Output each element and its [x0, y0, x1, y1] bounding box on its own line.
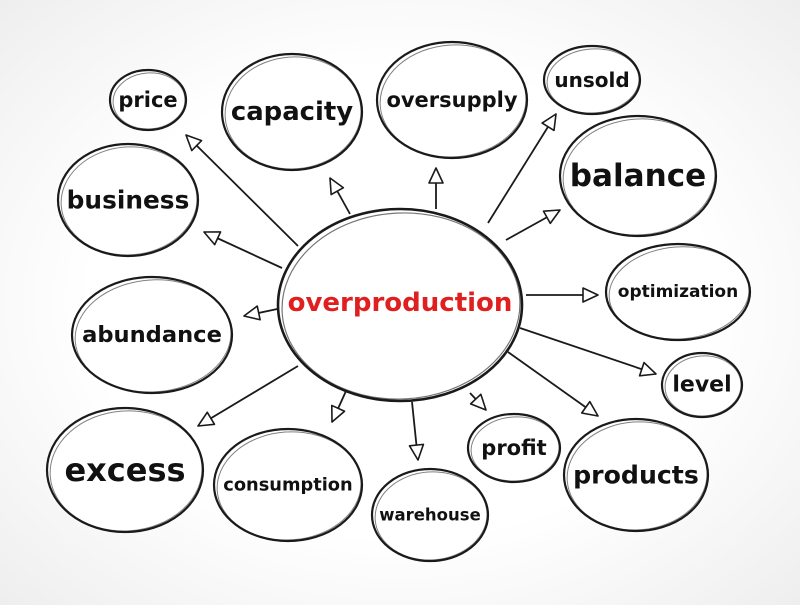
topic-node-ellipse-sketch: [112, 72, 186, 130]
arrow-head-icon: [582, 287, 599, 303]
topic-node-level: level: [660, 351, 744, 419]
arrow-head-icon: [469, 393, 487, 411]
topic-node-label-profit: profit: [481, 436, 546, 460]
central-topic-ellipse-sketch: [281, 212, 521, 400]
arrow-head-icon: [185, 134, 203, 152]
arrow-head-icon: [541, 113, 557, 132]
arrow-head-icon: [203, 231, 222, 246]
topic-node-label-oversupply: oversupply: [386, 88, 517, 112]
topic-node-ellipse-sketch: [74, 279, 232, 393]
arrow-head-icon: [638, 361, 657, 377]
topic-node-label-excess: excess: [64, 451, 185, 489]
topic-node-label-consumption: consumption: [223, 475, 352, 496]
topic-node-ellipse: [370, 467, 490, 563]
topic-node-profit: profit: [466, 412, 562, 484]
topic-node-ellipse-sketch: [562, 118, 716, 236]
topic-node-excess: excess: [45, 406, 205, 534]
arrow-head-icon: [408, 443, 425, 461]
topic-node-ellipse: [220, 52, 364, 172]
arrow-head-icon: [542, 209, 561, 225]
topic-node-label-abundance: abundance: [82, 322, 222, 348]
arrow-head-icon: [330, 404, 346, 423]
topic-node-ellipse: [604, 242, 752, 342]
topic-node-warehouse: warehouse: [370, 467, 490, 563]
topic-node-label-capacity: capacity: [231, 97, 353, 127]
topic-node-ellipse-sketch: [379, 44, 527, 158]
arrow-head-icon: [428, 167, 444, 184]
topic-node-label-level: level: [672, 373, 731, 398]
topic-node-ellipse: [375, 40, 529, 160]
topic-node-ellipse-sketch: [470, 416, 560, 482]
topic-node-label-warehouse: warehouse: [379, 506, 481, 525]
connector-arrows: [185, 113, 657, 461]
central-topic-label: overproduction: [288, 288, 513, 318]
topic-node-label-products: products: [573, 461, 699, 490]
topic-node-label-unsold: unsold: [554, 68, 629, 92]
topic-node-ellipse-sketch: [664, 355, 742, 417]
connector-line-products: [507, 351, 599, 417]
topic-node-ellipse-sketch: [546, 48, 640, 114]
topic-node-ellipse-sketch: [216, 431, 362, 541]
topic-node-products: products: [562, 417, 710, 533]
topic-nodes: price capacity oversupply unsold business bal…: [45, 40, 752, 563]
connector-line-price: [185, 134, 299, 247]
arrow-head-icon: [197, 411, 216, 427]
arrow-head-icon: [580, 400, 599, 417]
topic-node-ellipse: [45, 406, 205, 534]
topic-node-label-optimization: optimization: [618, 282, 738, 302]
topic-node-label-price: price: [118, 88, 177, 112]
topic-node-abundance: abundance: [70, 275, 234, 395]
topic-node-business: business: [56, 142, 200, 258]
topic-node-unsold: unsold: [542, 44, 642, 116]
topic-node-ellipse: [70, 275, 234, 395]
topic-node-ellipse-sketch: [566, 421, 708, 531]
topic-node-ellipse: [660, 351, 744, 419]
central-topic-ellipse: [276, 207, 524, 403]
topic-node-price: price: [108, 68, 188, 132]
topic-node-capacity: capacity: [220, 52, 364, 172]
arrow-head-icon: [329, 177, 345, 196]
topic-node-ellipse: [562, 417, 710, 533]
connector-line-excess: [197, 365, 299, 427]
central-topic: overproduction: [276, 207, 524, 403]
topic-node-ellipse: [466, 412, 562, 484]
arrow-head-icon: [243, 305, 261, 321]
topic-node-ellipse-sketch: [608, 246, 750, 340]
topic-node-ellipse-sketch: [49, 410, 203, 532]
topic-node-label-business: business: [67, 186, 190, 215]
topic-node-ellipse-sketch: [224, 56, 362, 170]
topic-node-consumption: consumption: [212, 427, 364, 543]
connector-line-unsold: [487, 113, 557, 224]
topic-node-ellipse: [56, 142, 200, 258]
topic-node-ellipse: [542, 44, 642, 116]
topic-node-oversupply: oversupply: [375, 40, 529, 160]
topic-node-ellipse: [108, 68, 188, 132]
connector-line-level: [519, 327, 657, 375]
topic-node-ellipse-sketch: [60, 146, 198, 256]
topic-node-ellipse: [558, 114, 718, 238]
topic-node-label-balance: balance: [570, 158, 707, 194]
topic-node-balance: balance: [558, 114, 718, 238]
topic-node-ellipse: [212, 427, 364, 543]
topic-node-optimization: optimization: [604, 242, 752, 342]
topic-node-ellipse-sketch: [374, 471, 488, 561]
